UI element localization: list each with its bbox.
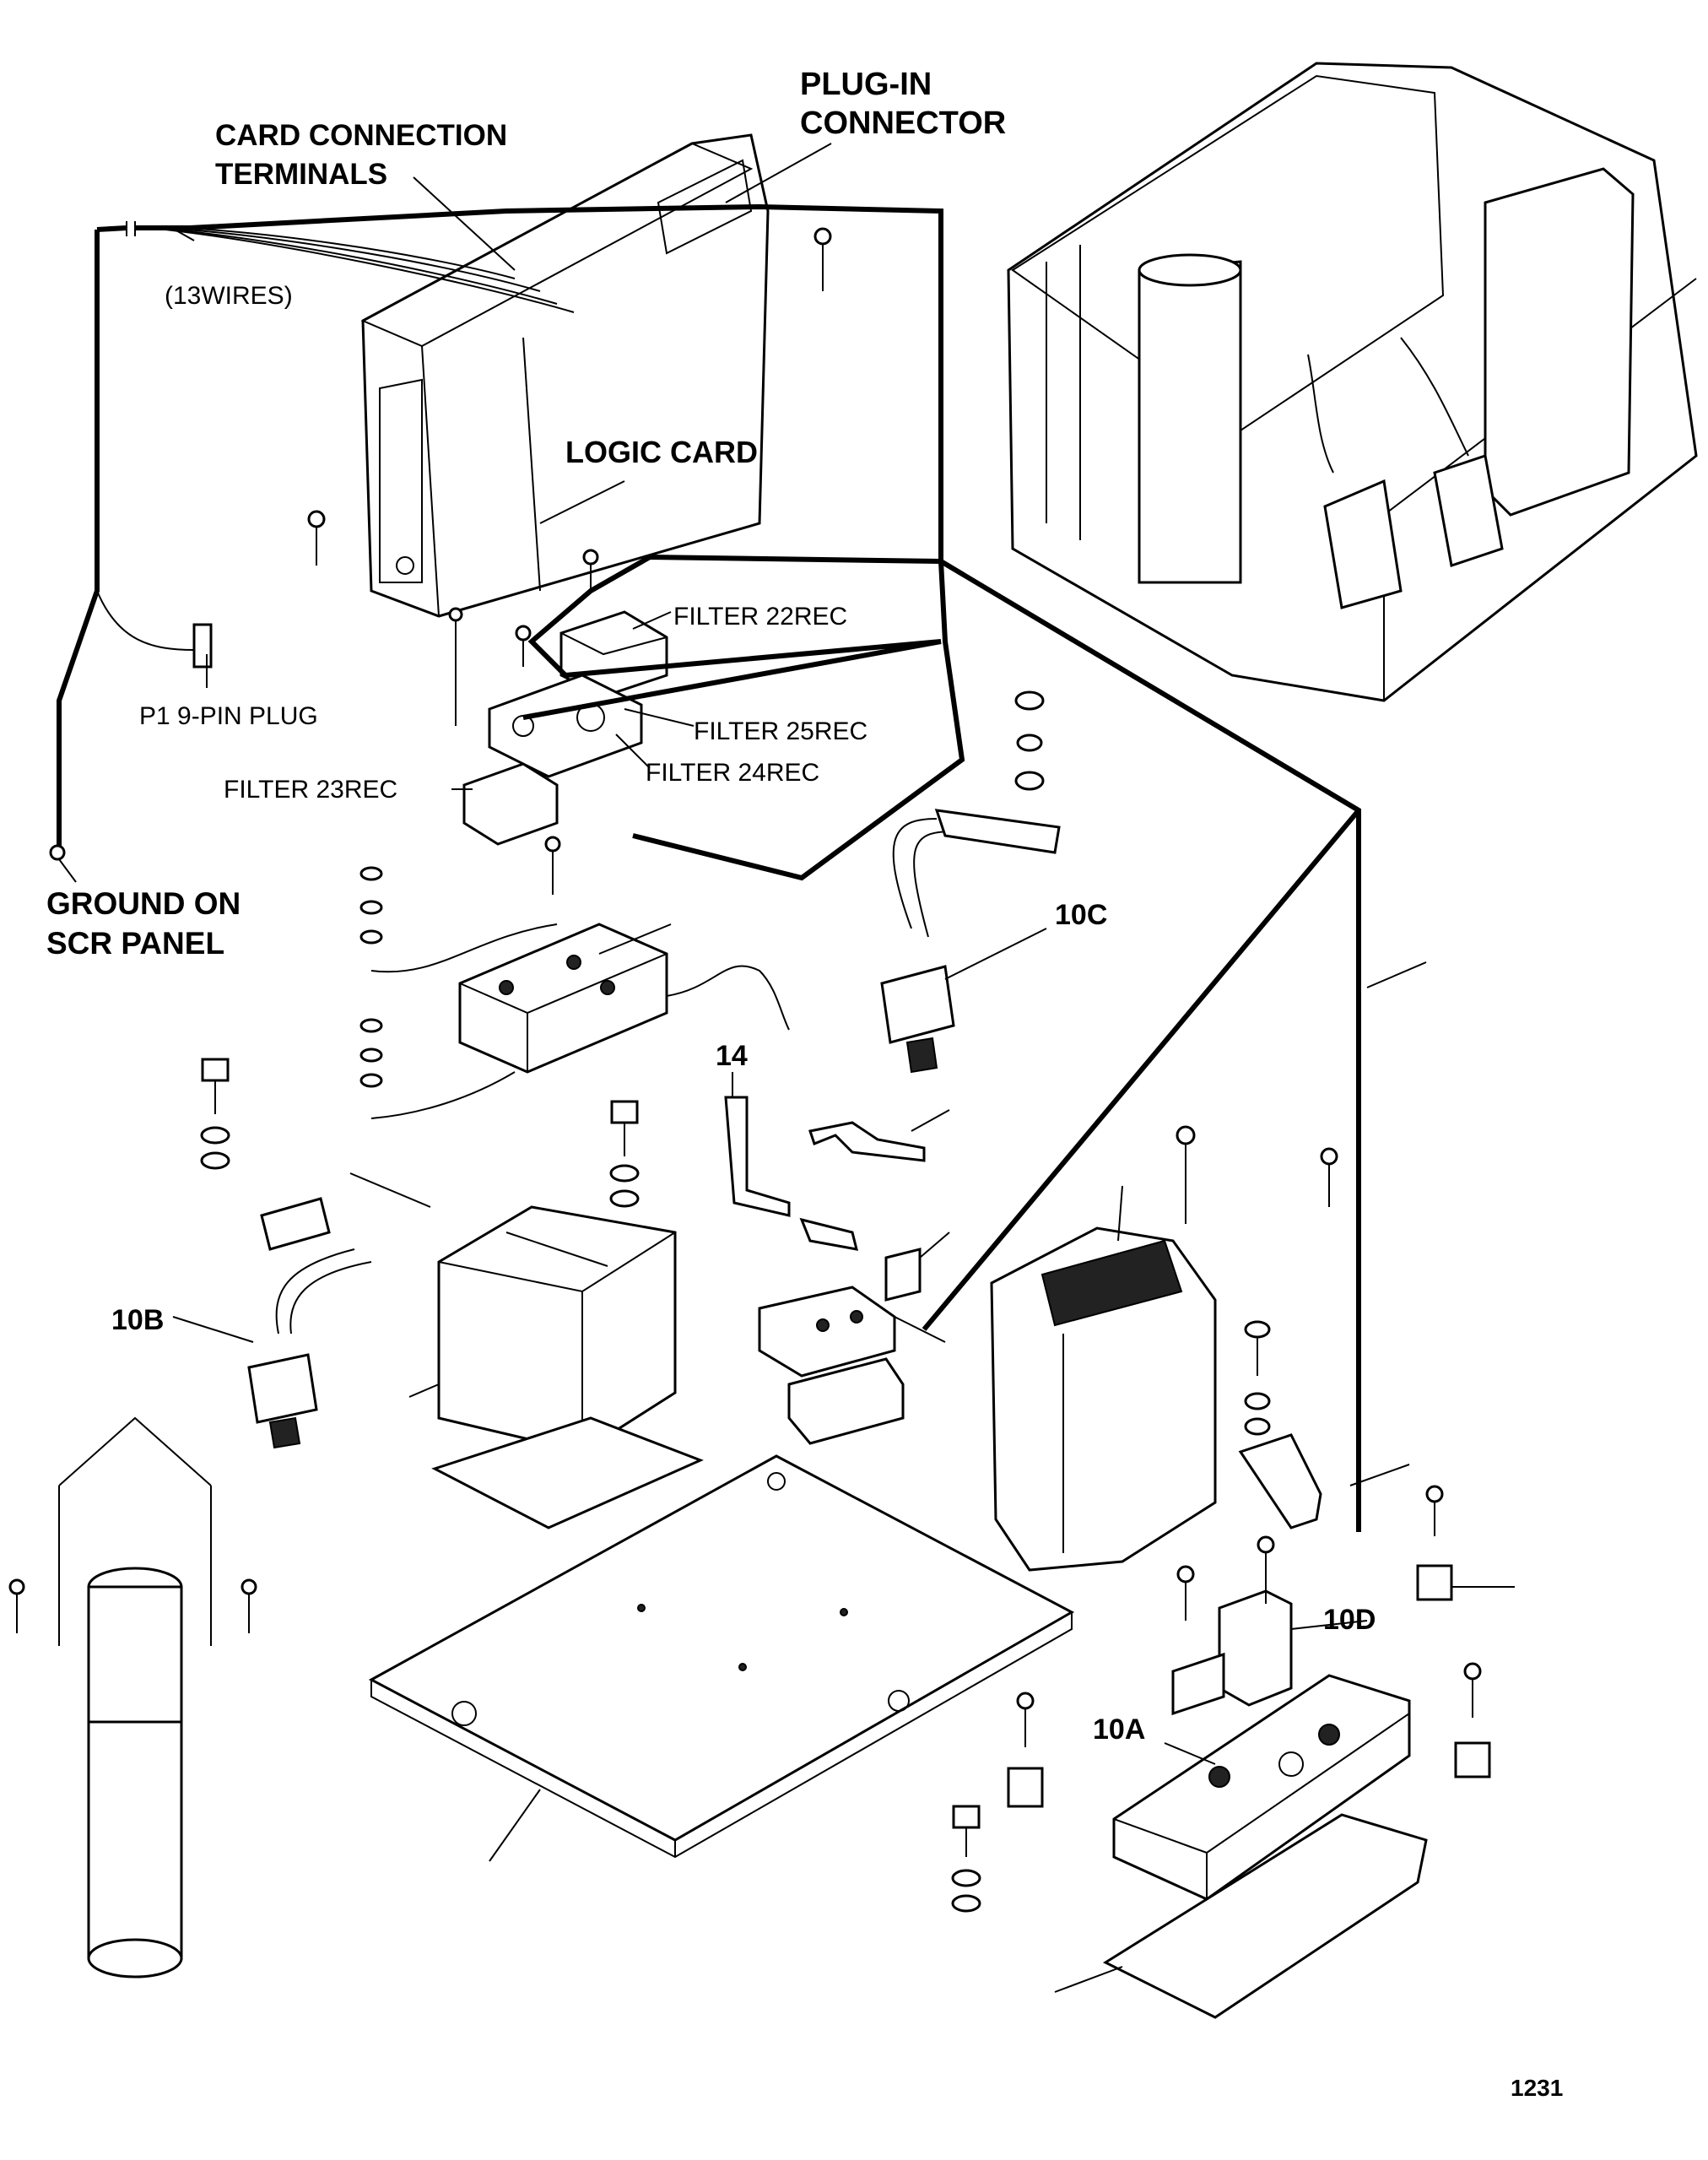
hardware xyxy=(8,227,1491,1913)
filter-22rec-label: FILTER 22REC xyxy=(673,603,847,631)
p1-plug-label: P1 9-PIN PLUG xyxy=(139,702,318,730)
logic-card-label: LOGIC CARD xyxy=(565,435,758,469)
part-14-label: 14 xyxy=(716,1040,748,1072)
part-10c xyxy=(880,809,1061,1074)
leader-lines xyxy=(58,143,1515,1993)
ground-on-scr-panel-label-line2: SCR PANEL xyxy=(46,926,224,961)
assembled-controller xyxy=(1007,62,1698,702)
thirteen-wires-label: (13WIRES) xyxy=(165,282,293,310)
filter-24rec-label: FILTER 24REC xyxy=(646,759,819,787)
base-plate xyxy=(368,1454,1075,1859)
ground-on-scr-panel-label-line1: GROUND ON xyxy=(46,886,241,921)
filter-23rec xyxy=(462,762,559,846)
inductor xyxy=(990,1226,1217,1572)
part-10d xyxy=(1171,1589,1293,1716)
rectifier-assembly xyxy=(758,1286,905,1445)
part-10d-label: 10D xyxy=(1323,1604,1376,1636)
filter-23rec-label: FILTER 23REC xyxy=(224,776,397,804)
contactor xyxy=(431,1205,704,1529)
part-10a-label: 10A xyxy=(1093,1713,1145,1746)
filter-25rec-label: FILTER 25REC xyxy=(694,717,868,745)
scr-module xyxy=(370,923,790,1119)
thirteen-wire-bundle xyxy=(134,225,575,313)
part-10a xyxy=(1102,1674,1428,2019)
part-10b-label: 10B xyxy=(111,1304,164,1336)
part-10b xyxy=(247,1197,372,1449)
bus-bars xyxy=(724,1096,1322,1529)
plug-in-connector-label-line2: CONNECTOR xyxy=(800,106,1006,141)
plug-in-connector-label-line1: PLUG-IN xyxy=(800,67,932,102)
capacitor xyxy=(58,1416,212,1979)
part-10c-label: 10C xyxy=(1055,899,1107,931)
card-connection-terminals-label-line1: CARD CONNECTION xyxy=(215,119,507,152)
figure-number: 1231 xyxy=(1511,2075,1563,2101)
card-connection-terminals-label-line2: TERMINALS xyxy=(215,158,387,191)
logic-card xyxy=(360,133,770,618)
